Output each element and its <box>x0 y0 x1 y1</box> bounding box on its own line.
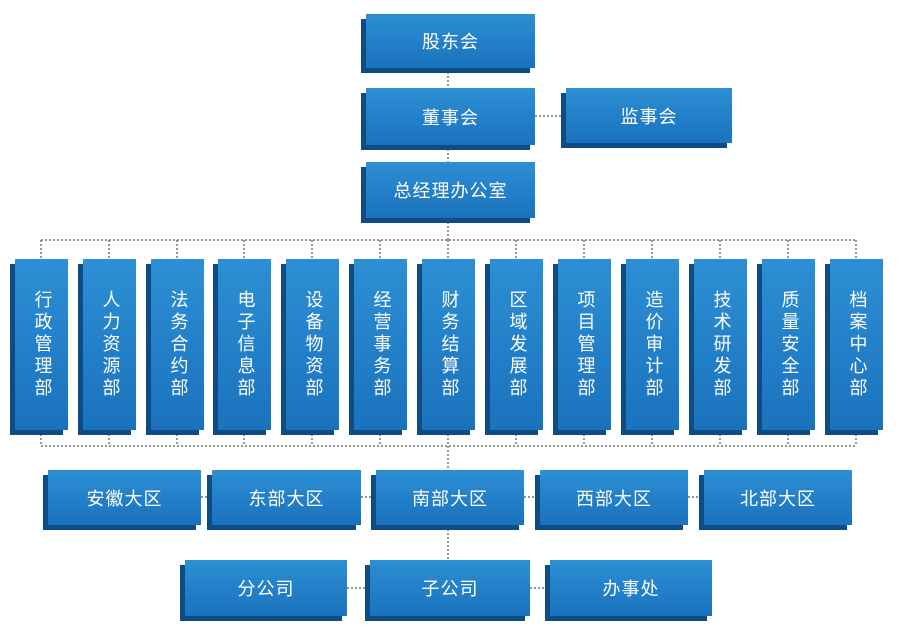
shareholders-label: 股东会 <box>422 32 479 53</box>
region-label: 东部大区 <box>248 488 325 510</box>
dept-box: 人力资源部 <box>78 259 136 435</box>
region-box: 南部大区 <box>371 470 524 530</box>
dept-box: 法务合约部 <box>146 259 204 435</box>
region-label: 北部大区 <box>740 488 816 510</box>
dept-label: 区域发展部 <box>506 289 528 400</box>
dept-label: 财务结算部 <box>438 289 460 400</box>
unit-label: 分公司 <box>237 579 295 600</box>
dept-label: 法务合约部 <box>167 289 189 400</box>
dept-label: 造价审计部 <box>642 289 664 400</box>
gm-office-label: 总经理办公室 <box>393 181 508 202</box>
dept-box: 造价审计部 <box>621 259 679 435</box>
dept-label: 人力资源部 <box>99 289 121 400</box>
dept-box: 电子信息部 <box>213 259 271 435</box>
region-label: 西部大区 <box>576 488 652 510</box>
shareholders-box: 股东会 <box>361 14 535 73</box>
unit-box: 办事处 <box>545 560 712 621</box>
region-label: 安徽大区 <box>86 488 163 510</box>
dept-box: 设备物资部 <box>281 259 339 435</box>
dept-box: 档案中心部 <box>825 259 883 435</box>
board-label: 董事会 <box>422 107 479 129</box>
dept-box: 经营事务部 <box>349 259 407 435</box>
gm-office-box: 总经理办公室 <box>361 162 535 223</box>
region-label: 南部大区 <box>412 488 488 510</box>
region-box: 安徽大区 <box>43 470 201 530</box>
unit-box: 子公司 <box>365 560 530 621</box>
dept-label: 设备物资部 <box>302 289 324 400</box>
dept-box: 区域发展部 <box>485 259 543 435</box>
dept-label: 技术研发部 <box>710 289 732 400</box>
supervisors-label: 监事会 <box>620 106 678 128</box>
dept-box: 质量安全部 <box>757 259 815 435</box>
region-box: 东部大区 <box>207 470 361 530</box>
dept-label: 电子信息部 <box>234 289 256 400</box>
region-box: 西部大区 <box>535 470 688 530</box>
unit-box: 分公司 <box>180 560 347 621</box>
dept-label: 质量安全部 <box>778 289 800 400</box>
dept-box: 财务结算部 <box>417 259 475 435</box>
unit-label: 办事处 <box>602 579 660 600</box>
dept-box: 技术研发部 <box>689 259 747 435</box>
dept-box: 行政管理部 <box>10 259 68 435</box>
dept-label: 档案中心部 <box>846 289 868 400</box>
dept-box: 项目管理部 <box>553 259 611 435</box>
supervisors-box: 监事会 <box>561 88 732 148</box>
dept-label: 经营事务部 <box>370 289 392 400</box>
unit-label: 子公司 <box>421 579 479 600</box>
board-box: 董事会 <box>361 88 535 150</box>
dept-label: 项目管理部 <box>574 289 596 400</box>
dept-label: 行政管理部 <box>31 289 53 400</box>
region-box: 北部大区 <box>699 470 852 530</box>
